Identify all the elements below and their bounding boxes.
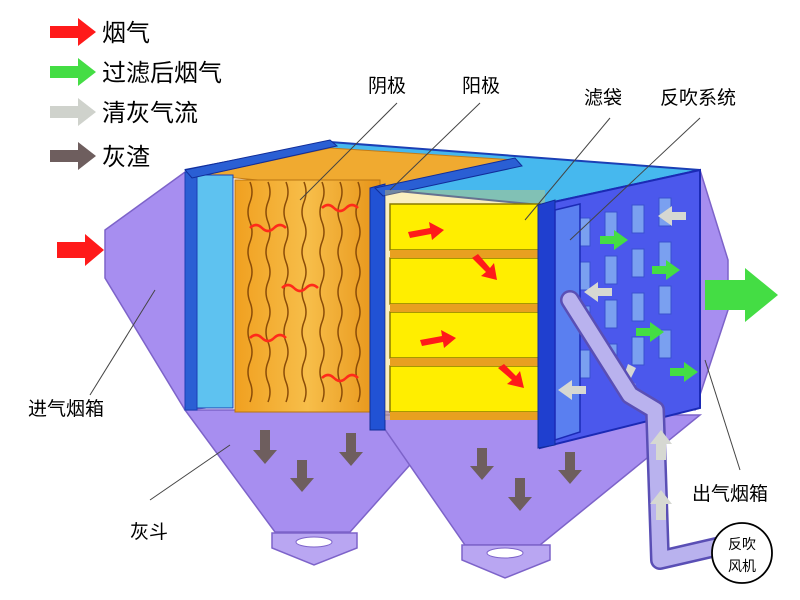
legend-item-ash: 灰渣: [50, 142, 150, 171]
label-cathode: 阴极: [368, 75, 406, 97]
filter-bag: [389, 365, 541, 413]
arrow-icon: [558, 380, 586, 400]
fan-label-line1: 反吹: [728, 537, 756, 553]
hopper-outlet-left: [271, 532, 358, 566]
label-filter-bag: 滤袋: [584, 87, 622, 109]
arrow-icon: [408, 222, 444, 240]
filter-bag: [389, 257, 541, 305]
arrow-icon: [50, 18, 96, 46]
label-ash-hopper: 灰斗: [130, 521, 168, 543]
legend-item-filtered-gas: 过滤后烟气: [50, 58, 222, 87]
callout-lines: [89, 102, 741, 501]
arrow-icon: [558, 452, 582, 484]
arrow-icon: [50, 58, 96, 86]
fan-label-line2: 风机: [728, 559, 756, 575]
arrow-icon: [57, 234, 104, 266]
filter-bag: [389, 203, 541, 251]
legend-label: 烟气: [102, 19, 150, 47]
frame-beam-mid: [373, 157, 523, 197]
blowback-fan: 反吹 风机: [711, 522, 773, 584]
blowback-header: [554, 203, 581, 442]
arrow-icon: [650, 490, 672, 520]
filter-bag-section: [385, 190, 545, 420]
label-backblow-system: 反吹系统: [660, 87, 736, 109]
arrow-icon: [498, 364, 524, 388]
arrow-icon: [705, 268, 778, 322]
legend-item-flue-gas: 烟气: [50, 18, 150, 47]
label-anode: 阳极: [462, 75, 500, 97]
legend-item-cleaning-air: 清灰气流: [50, 98, 198, 127]
ash-hoppers: [183, 409, 703, 579]
arrow-icon: [600, 230, 628, 250]
arrow-icon: [249, 223, 287, 233]
arrow-icon: [249, 333, 287, 343]
arrow-icon: [321, 373, 359, 383]
arrow-icon: [339, 433, 363, 466]
arrow-icon: [281, 283, 319, 293]
filter-bag: [389, 311, 541, 359]
arrow-icon: [670, 362, 698, 382]
electrostatic-section: [184, 171, 381, 413]
arrow-icon: [650, 430, 672, 460]
fan-icon: [711, 522, 773, 584]
arrow-icon: [50, 142, 96, 170]
label-outlet-box: 出气烟箱: [692, 483, 768, 505]
arrow-icon: [636, 322, 664, 342]
hopper-outlet-right: [461, 544, 551, 579]
arrow-icon: [584, 282, 612, 302]
arrow-icon: [470, 448, 494, 480]
arrow-icon: [658, 206, 686, 226]
arrow-icon: [50, 98, 96, 126]
legend: 烟气 过滤后烟气 清灰气流 灰渣: [50, 18, 222, 171]
arrow-icon: [652, 260, 680, 280]
legend-label: 过滤后烟气: [102, 59, 222, 87]
arrow-icon: [290, 460, 314, 492]
label-inlet-box: 进气烟箱: [28, 398, 104, 420]
arrow-icon: [472, 254, 497, 280]
frame-beam-top: [184, 139, 339, 179]
arrow-icon: [420, 330, 456, 348]
arrow-icon: [253, 430, 277, 464]
arrow-icon: [508, 478, 532, 511]
legend-label: 清灰气流: [102, 99, 198, 127]
frame-post-left: [369, 183, 386, 431]
legend-label: 灰渣: [102, 143, 150, 171]
arrow-icon: [321, 203, 359, 213]
